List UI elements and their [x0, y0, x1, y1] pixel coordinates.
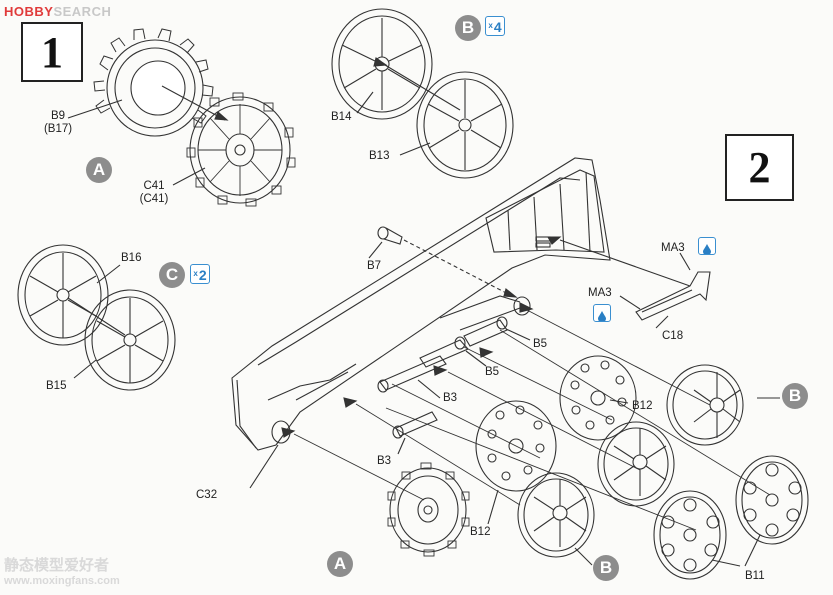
part-label-b14: B14 — [331, 111, 352, 123]
wheel-b11-left — [653, 490, 727, 580]
part-label-b5-lower: B5 — [485, 366, 500, 378]
callout-b-right: B — [782, 383, 808, 409]
watermark-hobbysearch: HOBBYSEARCH — [4, 4, 112, 19]
hull-side-frame — [231, 157, 611, 451]
sprocket-inner-b9 — [93, 28, 214, 137]
part-label-b3-lower: B3 — [377, 455, 392, 467]
sprocket-bottom-a — [387, 462, 470, 557]
part-label-b12-upper: B12 — [632, 400, 653, 412]
roadwheel-b15 — [84, 289, 176, 391]
roadwheel-b13 — [416, 71, 514, 179]
callout-b-top: B — [455, 15, 481, 41]
part-label-b7: B7 — [367, 260, 382, 272]
wheel-spoked-b-top-right — [666, 364, 744, 446]
step-number-1: 1 — [21, 22, 83, 82]
wheel-disc-b12-upper — [559, 355, 637, 441]
watermark-moxingfans: 静态模型爱好者 www.moxingfans.com — [4, 557, 120, 587]
sprocket-outer-c41 — [186, 92, 296, 207]
part-label-b11: B11 — [745, 570, 765, 582]
wheel-b11-right — [735, 455, 809, 545]
callout-a-bottom: A — [327, 551, 353, 577]
part-label-b16: B16 — [121, 252, 142, 264]
callout-b-bottom: B — [593, 555, 619, 581]
part-label-b3-upper: B3 — [443, 392, 458, 404]
part-label-c41: C41(C41) — [139, 180, 169, 205]
part-label-ma3-upper: MA3 — [661, 242, 685, 254]
part-label-c32: C32 — [196, 489, 218, 501]
pin-b7 — [377, 226, 403, 245]
glue-icon-ma3-upper — [698, 237, 716, 256]
part-label-ma3-lower: MA3 — [588, 287, 612, 299]
wheel-spoked-b-middle — [597, 421, 675, 507]
shaft-b3 — [377, 355, 447, 439]
roadwheel-b14 — [331, 8, 433, 120]
wheel-disc-b12-lower — [475, 400, 557, 492]
part-label-b13: B13 — [369, 150, 390, 162]
callout-a-step1: A — [86, 157, 112, 183]
part-c18 — [635, 271, 711, 321]
callout-c: C — [159, 262, 185, 288]
part-label-b5-upper: B5 — [533, 338, 548, 350]
part-label-b15: B15 — [46, 380, 67, 392]
glue-icon-ma3-lower — [593, 304, 611, 323]
wheel-spoked-b-lower — [517, 472, 595, 558]
part-label-b9: B9(B17) — [43, 110, 73, 135]
part-label-b12-lower: B12 — [470, 526, 491, 538]
step-number-2: 2 — [725, 134, 794, 201]
roadwheel-b16 — [17, 244, 109, 346]
part-label-c18: C18 — [662, 330, 684, 342]
